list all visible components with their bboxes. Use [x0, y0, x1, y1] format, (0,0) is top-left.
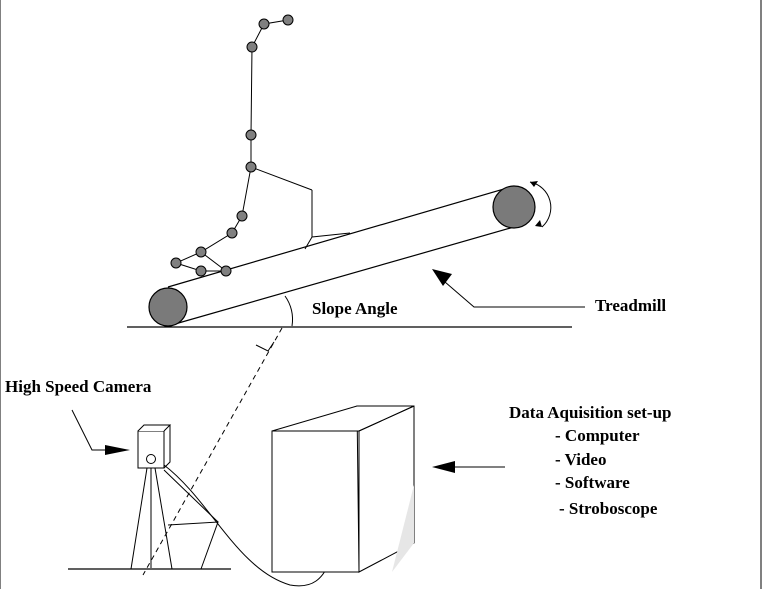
marker-dot [236, 210, 248, 222]
daq-item-stroboscope: - Stroboscope [559, 499, 658, 518]
rotation-arrowhead-bottom [535, 220, 542, 227]
daq-box-shading [392, 485, 414, 572]
high-speed-camera [137, 424, 172, 469]
marker-dot [245, 129, 257, 141]
treadmill-label: Treadmill [595, 296, 667, 315]
marker-dot [246, 41, 258, 53]
camera-tripod [130, 467, 173, 570]
marker-dot [195, 265, 207, 277]
treadmill-rear-roller [492, 185, 536, 229]
rotation-arrow [529, 181, 552, 228]
camera-pointer-arrow [71, 409, 130, 455]
marker-dot [245, 161, 257, 173]
camera-cable [163, 464, 331, 587]
daq-item-video: - Video [555, 450, 607, 469]
rotation-arrowhead-top [530, 181, 538, 187]
foot-outline [250, 166, 351, 250]
leg-markers [170, 14, 294, 277]
camera-label: High Speed Camera [5, 377, 152, 396]
marker-dot [220, 265, 232, 277]
camera-lens [146, 454, 156, 464]
marker-dot [170, 257, 182, 269]
right-angle-marker [255, 341, 275, 352]
marker-dot [282, 14, 294, 26]
daq-title-label: Data Aquisition set-up [509, 403, 672, 422]
daq-pointer-arrow [432, 461, 505, 473]
stroboscope-stand [163, 469, 219, 570]
treadmill-front-roller [148, 287, 188, 327]
marker-dot [195, 246, 207, 258]
data-acquisition-box [271, 405, 415, 573]
marker-dot [258, 18, 270, 30]
slope-angle-label: Slope Angle [312, 299, 398, 318]
daq-item-computer: - Computer [555, 426, 640, 445]
slope-angle-arc [284, 295, 293, 327]
treadmill-pointer-arrow [432, 269, 585, 308]
daq-item-software: - Software [555, 473, 630, 492]
marker-dot [226, 227, 238, 239]
